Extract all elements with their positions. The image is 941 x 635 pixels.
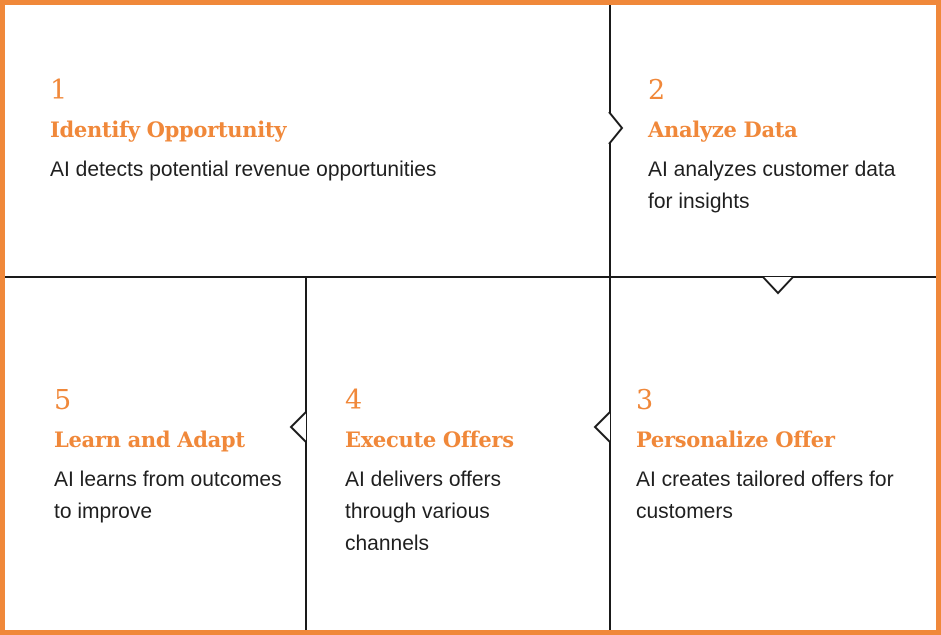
step-title: Learn and Adapt (54, 427, 245, 452)
step-card-1: 1 Identify Opportunity AI detects potent… (50, 77, 590, 186)
step-description: AI learns from outcomes to improve (54, 468, 282, 523)
arrow-left-icon (289, 411, 307, 443)
step-number: 3 (636, 385, 654, 416)
step-number: 4 (345, 385, 363, 416)
step-card-3: 3 Personalize Offer AI creates tailored … (636, 387, 926, 528)
step-description: AI delivers offers through various chann… (345, 468, 502, 555)
arrow-down-icon (762, 276, 794, 295)
step-card-4: 4 Execute Offers AI delivers offers thro… (345, 387, 555, 560)
step-description: AI creates tailored offers for customers (636, 468, 894, 523)
flow-arrows (289, 111, 794, 443)
step-title: Execute Offers (345, 427, 514, 452)
step-number: 2 (648, 75, 666, 106)
vertical-divider-left (305, 277, 307, 630)
step-number: 5 (54, 385, 72, 416)
step-title: Identify Opportunity (50, 117, 287, 142)
step-description: AI detects potential revenue opportuniti… (50, 158, 437, 181)
step-number: 1 (50, 75, 68, 106)
vertical-divider-right (609, 5, 611, 630)
step-description: AI analyzes customer data for insights (648, 158, 896, 213)
step-card-2: 2 Analyze Data AI analyzes customer data… (648, 77, 918, 218)
step-title: Personalize Offer (636, 427, 835, 452)
arrow-right-icon (608, 111, 624, 145)
horizontal-divider (5, 276, 936, 278)
step-title: Analyze Data (648, 117, 798, 142)
arrow-left-icon (593, 411, 611, 443)
step-card-5: 5 Learn and Adapt AI learns from outcome… (54, 387, 289, 528)
